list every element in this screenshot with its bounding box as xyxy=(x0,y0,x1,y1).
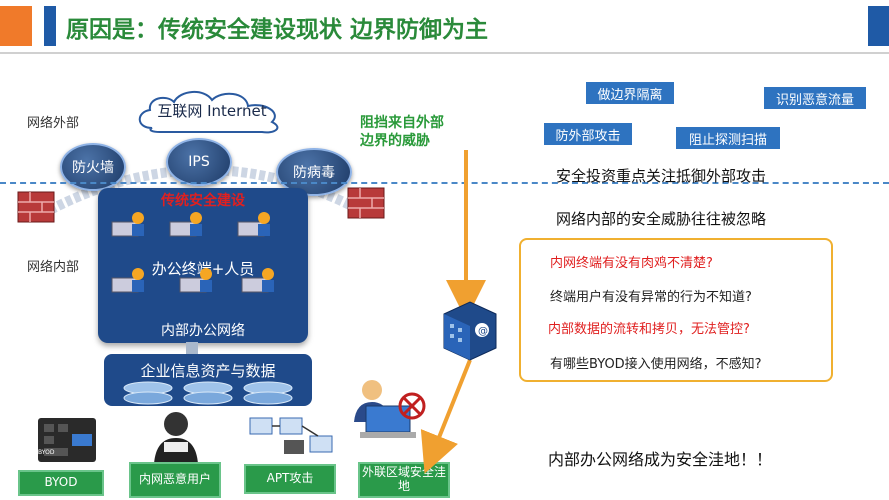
note-line-2: 边界的威胁 xyxy=(360,133,430,150)
external-user-laptop-icon xyxy=(354,380,426,438)
question-4: 有哪些BYOD接入使用网络，不感知? xyxy=(550,357,762,372)
insider-threat-label: 内网恶意用户 xyxy=(129,462,221,498)
investment-focus-text: 安全投资重点关注抵御外部攻击 xyxy=(556,167,767,185)
question-1: 内网终端有没有肉鸡不清楚? xyxy=(550,256,713,271)
threat-arrows xyxy=(420,150,486,474)
apt-attack-diagram-icon xyxy=(249,417,333,454)
cloud-icon xyxy=(138,91,279,134)
label-outside: 网络外部 xyxy=(27,116,80,131)
brick-wall-right-icon xyxy=(347,187,385,219)
header-bar xyxy=(0,0,889,48)
label-inside: 网络内部 xyxy=(27,260,80,275)
header-accent-blue xyxy=(44,6,56,46)
ignored-threat-text: 网络内部的安全威胁往往被忽略 xyxy=(556,210,767,228)
data-assets-label: 企业信息资产与数据 xyxy=(140,362,276,380)
internal-network-box xyxy=(98,188,308,343)
questions-box xyxy=(519,238,833,382)
tag-malicious-traffic: 识别恶意流量 xyxy=(764,87,866,109)
user-laptop-icon xyxy=(169,212,202,237)
tag-defend-external: 防外部攻击 xyxy=(544,123,632,145)
user-laptop-icon xyxy=(179,268,212,293)
svg-text:@: @ xyxy=(478,326,488,337)
byod-label: BYOD xyxy=(18,470,104,496)
block-external-threat-note: 阻挡来自外部 边界的威胁 xyxy=(360,114,444,150)
question-3: 内部数据的流转和拷贝，无法管控? xyxy=(548,322,750,337)
internal-office-network-label: 内部办公网络 xyxy=(161,323,245,339)
user-laptop-icon xyxy=(241,268,274,293)
tag-block-scan: 阻止探测扫描 xyxy=(676,127,780,149)
keyboard-byod-icon xyxy=(38,418,96,462)
keyboard-byod-key-label: BYOD xyxy=(38,449,55,456)
note-line-1: 阻挡来自外部 xyxy=(360,115,444,131)
database-disks-icon xyxy=(123,381,293,405)
question-2: 终端用户有没有异常的行为不知道? xyxy=(550,290,752,305)
hacker-person-icon xyxy=(154,412,198,464)
user-laptop-icon xyxy=(111,268,144,293)
cloud-label: 互联网 Internet xyxy=(157,102,267,120)
network-boundary-line xyxy=(0,182,889,184)
brick-wall-left-icon xyxy=(17,191,55,223)
user-laptop-icon xyxy=(111,212,144,237)
traditional-security-label: 传统安全建设 xyxy=(161,193,245,209)
header-divider xyxy=(0,52,889,54)
header-accent-right xyxy=(868,6,889,46)
antivirus-bubble: 防病毒 xyxy=(276,148,352,196)
apt-attack-label: APT攻击 xyxy=(244,464,336,494)
conclusion-text: 内部办公网络成为安全洼地！！ xyxy=(548,450,773,469)
connector-bar xyxy=(186,342,198,356)
page-title: 原因是：传统安全建设现状 边界防御为主 xyxy=(66,17,489,43)
tag-border-isolation: 做边界隔离 xyxy=(586,82,674,104)
ips-bubble: IPS xyxy=(166,138,232,186)
user-laptop-icon xyxy=(237,212,270,237)
header-accent-orange xyxy=(0,6,32,46)
server-building-icon: @ xyxy=(443,301,497,361)
